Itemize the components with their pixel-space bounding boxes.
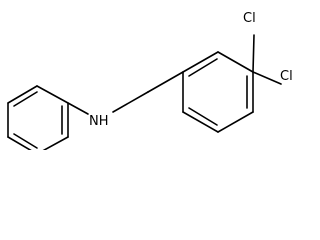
- bond-phenyl-double-3: [13, 133, 38, 149]
- bond-phenyl-double-1: [13, 91, 38, 107]
- bond-ring2-2: [217, 51, 254, 73]
- cl-top-label: Cl: [243, 11, 256, 26]
- bond-ring2-double-3: [188, 107, 218, 126]
- bond-phenyl-1: [7, 85, 38, 104]
- nh-label: NH: [89, 114, 109, 129]
- phenyl-ring: [7, 85, 69, 150]
- bond-ring-cl-top: [252, 34, 255, 73]
- bond-phenyl-4: [42, 136, 69, 150]
- bond-phenyl-nh: [67, 102, 89, 115]
- bond-ring-cl-right: [252, 71, 282, 85]
- molecule-drawing: NH Cl Cl: [7, 11, 293, 150]
- structure-diagram: NH Cl Cl: [7, 11, 293, 150]
- dichlorophenyl-ring: [182, 51, 254, 133]
- bond-phenyl-2: [36, 85, 69, 104]
- cl-right-label: Cl: [280, 69, 293, 84]
- bond-ring2-4: [217, 111, 254, 133]
- bond-ch2-ring: [147, 71, 184, 93]
- bond-phenyl-5: [7, 136, 32, 150]
- bond-nh-ch2: [112, 91, 149, 113]
- bond-ring2-1: [182, 51, 219, 73]
- bond-ring2-double-1: [188, 58, 218, 77]
- bond-ring2-5: [182, 111, 219, 133]
